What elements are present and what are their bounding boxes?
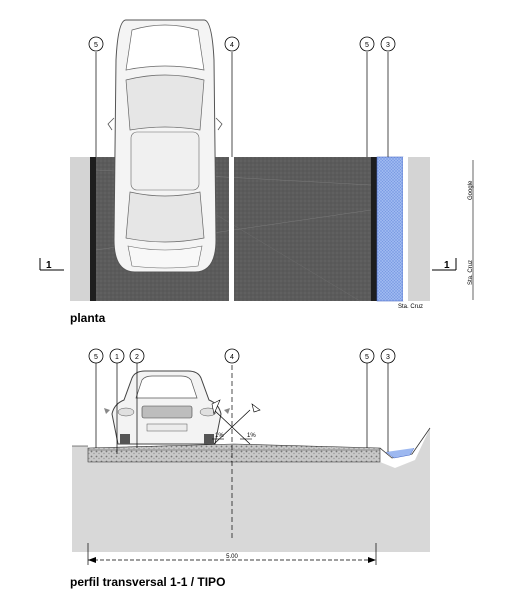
section-caption: perfil transversal 1-1 / TIPO [70,575,226,589]
sta-cruz-label: Sta. Cruz [398,304,423,310]
section-marker-3: 3 [380,348,396,364]
slope-left-label: 1% [215,433,224,439]
drainage-channel-section [385,447,415,459]
svg-text:1: 1 [115,354,119,361]
slope-right-label: 1% [247,433,256,439]
left-sidewalk [70,157,90,301]
right-curb [371,157,377,301]
svg-text:4: 4 [230,42,234,49]
svg-text:1: 1 [46,260,52,271]
car-top-view [107,19,223,273]
right-sidewalk [408,157,430,301]
plan-marker-4: 4 [224,36,240,52]
section-marker-5-right: 5 [359,348,375,364]
section-mark-left: 1 [39,258,64,271]
width-dimension-label: 5.00 [226,554,238,560]
ground [72,428,430,552]
car-front-view [104,370,230,445]
svg-text:1: 1 [444,260,450,271]
plan-marker-5-left: 5 [88,36,104,52]
cross-section-view: 1% 1% 5 1 2 4 5 [72,348,431,565]
svg-text:4: 4 [230,354,234,361]
svg-text:5: 5 [365,42,369,49]
pavement-layers [87,443,381,463]
width-dimension: 5.00 [87,543,377,565]
google-label: Google [468,180,474,200]
left-curb [90,157,96,301]
svg-text:5: 5 [94,42,98,49]
section-marker-2: 2 [129,348,145,364]
plan-marker-3: 3 [380,36,396,52]
section-mark-right: 1 [432,258,457,271]
section-marker-4: 4 [224,348,240,364]
plan-view: 5 4 5 3 1 1 Google Sta. Cruz Sta. Cru [39,19,474,310]
svg-text:3: 3 [386,42,390,49]
svg-text:2: 2 [135,354,139,361]
crown-slope-symbol: 1% 1% [211,399,261,445]
section-marker-5-left: 5 [88,348,104,364]
center-line [229,157,234,301]
section-marker-1: 1 [109,348,125,364]
plan-marker-5-right: 5 [359,36,375,52]
drainage-channel [376,156,404,302]
svg-text:5: 5 [94,354,98,361]
plan-caption: planta [70,311,106,325]
svg-text:3: 3 [386,354,390,361]
svg-text:5: 5 [365,354,369,361]
sta-cruz-vertical-label: Sta. Cruz [468,260,474,285]
